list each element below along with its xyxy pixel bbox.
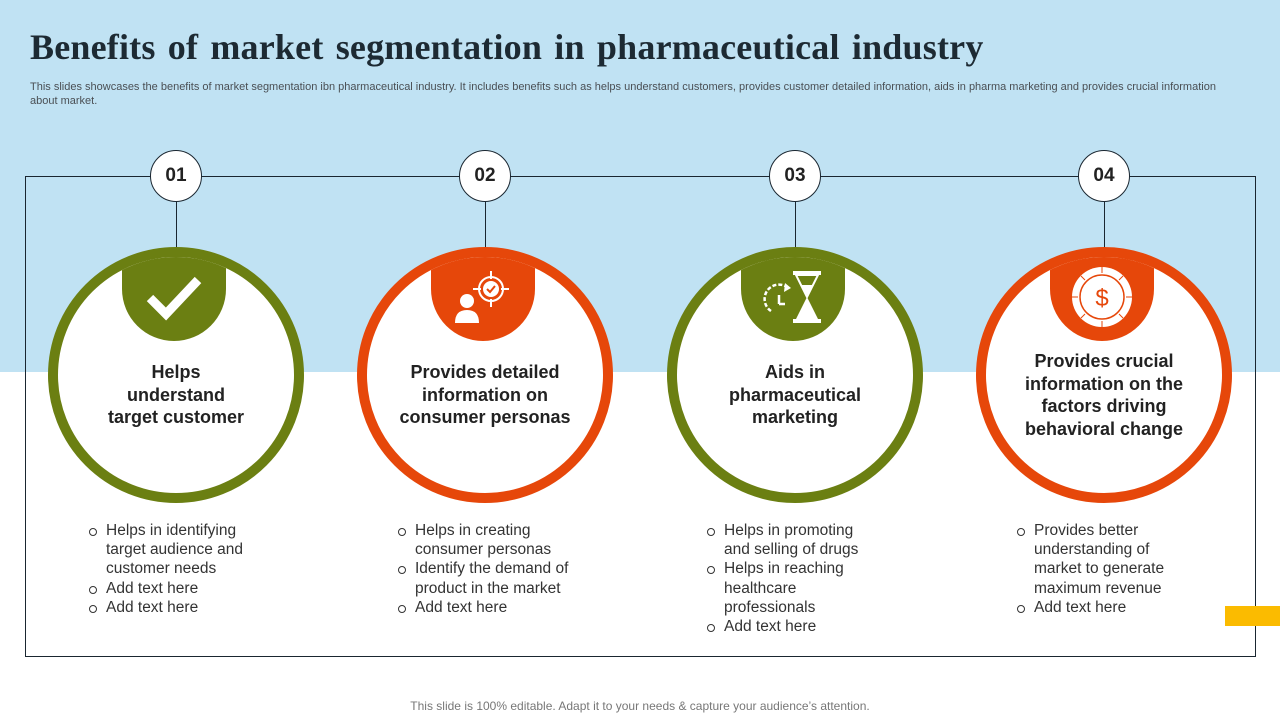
step-circle-4: $ Provides crucial information on the fa… <box>976 247 1232 503</box>
dollar-coin-icon: $ <box>1072 267 1132 327</box>
bullet-item: Helps in creating consumer personas <box>396 521 581 559</box>
step-heading: Provides detailed information on consume… <box>399 362 571 428</box>
connector-line <box>175 202 177 248</box>
step-heading: Aids in pharmaceutical marketing <box>728 362 862 428</box>
step-heading: Helps understand target customer <box>107 362 245 428</box>
step-circle-1: Helps understand target customer <box>48 247 304 503</box>
bullet-item: Identify the demand of product in the ma… <box>396 559 581 597</box>
bullet-item: Helps in reaching healthcare professiona… <box>705 559 880 617</box>
connector-line <box>1103 202 1105 248</box>
icon-tab <box>431 257 535 341</box>
step-bullet-list: Helps in identifying target audience and… <box>87 521 262 617</box>
connector-line <box>794 202 796 248</box>
bullet-item: Add text here <box>705 617 880 636</box>
bullet-item: Add text here <box>1015 598 1185 617</box>
footer-note: This slide is 100% editable. Adapt it to… <box>410 699 870 713</box>
bullet-item: Helps in promoting and selling of drugs <box>705 521 880 559</box>
icon-tab: $ <box>1050 257 1154 341</box>
step-circle-3: Aids in pharmaceutical marketing <box>667 247 923 503</box>
icon-tab <box>741 257 845 341</box>
step-heading: Provides crucial information on the fact… <box>1024 351 1184 439</box>
step-bullet-list: Helps in creating consumer personas Iden… <box>396 521 581 617</box>
checkmark-icon <box>146 276 202 321</box>
step-number-badge: 04 <box>1078 150 1130 202</box>
bullet-item: Add text here <box>87 579 262 598</box>
step-circle-2: Provides detailed information on consume… <box>357 247 613 503</box>
slide-title: Benefits of market segmentation in pharm… <box>30 27 984 67</box>
bullet-item: Add text here <box>87 598 262 617</box>
step-number-badge: 02 <box>459 150 511 202</box>
bullet-item: Add text here <box>396 598 581 617</box>
accent-tab <box>1225 606 1280 626</box>
target-person-icon <box>455 271 509 323</box>
step-bullet-list: Helps in promoting and selling of drugs … <box>705 521 880 636</box>
content-frame <box>25 176 1256 657</box>
svg-text:$: $ <box>1095 285 1108 312</box>
bullet-item: Helps in identifying target audience and… <box>87 521 262 579</box>
step-number-badge: 03 <box>769 150 821 202</box>
step-bullet-list: Provides better understanding of market … <box>1015 521 1185 617</box>
hourglass-clock-icon <box>763 271 821 323</box>
icon-tab <box>122 257 226 341</box>
bullet-item: Provides better understanding of market … <box>1015 521 1185 598</box>
connector-line <box>484 202 486 248</box>
slide-subtitle: This slides showcases the benefits of ma… <box>30 81 1216 107</box>
step-number-badge: 01 <box>150 150 202 202</box>
